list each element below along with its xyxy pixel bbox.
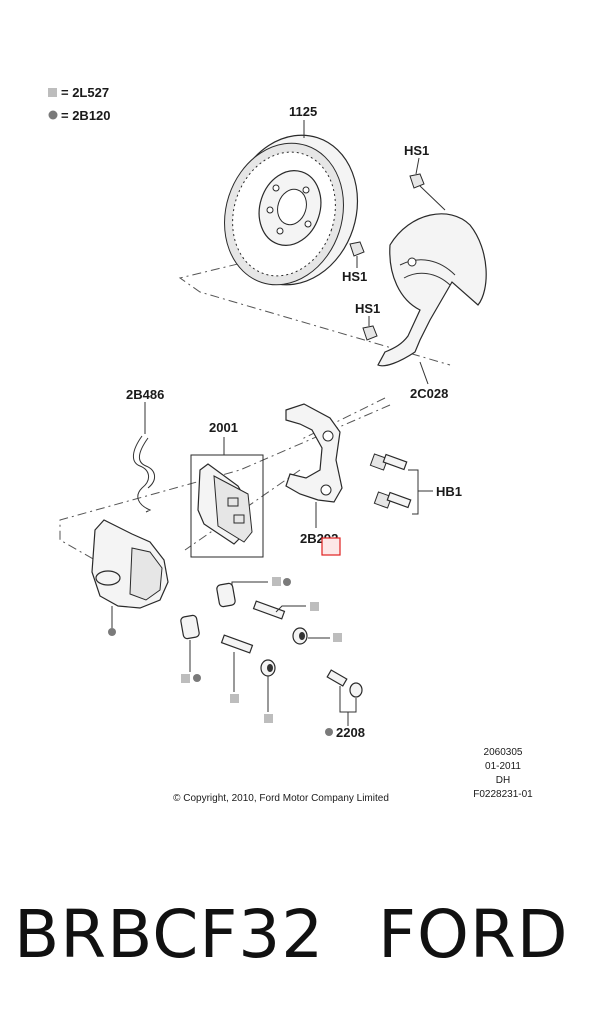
- legend-square-text: = 2L527: [61, 85, 109, 100]
- meta-line-1: 2060305: [484, 747, 523, 758]
- bracket-bolt-upper: [369, 453, 408, 471]
- grease-square-icon: [333, 633, 342, 642]
- grease-circle-icon: [48, 110, 58, 120]
- label-hs1-top: HS1: [404, 143, 429, 158]
- shield-screw-top: [409, 157, 446, 211]
- meta-line-2: 01-2011: [485, 761, 521, 772]
- label-hs1-mid: HS1: [342, 269, 367, 284]
- caption-part-number: BRBCF32: [14, 896, 325, 973]
- meta-line-3: DH: [496, 775, 510, 786]
- grease-circle-icon: [325, 728, 333, 736]
- caliper-bracket: [285, 403, 343, 528]
- grease-circle-icon: [108, 628, 116, 636]
- caliper-housing: [91, 519, 169, 636]
- label-hs1-low: HS1: [355, 301, 380, 316]
- copyright: © Copyright, 2010, Ford Motor Company Li…: [173, 793, 389, 804]
- brake-pads: [190, 437, 264, 558]
- guide-pin-upper: [252, 600, 319, 620]
- label-pads: 2001: [209, 420, 238, 435]
- guide-bushing-lower: [180, 614, 201, 683]
- label-disc: 1125: [289, 104, 317, 119]
- grease-square-icon: [48, 88, 57, 97]
- bleed-screw: [326, 669, 363, 726]
- bracket-bolt-lower: [373, 491, 412, 509]
- dust-shield: [377, 213, 487, 385]
- dust-cap-upper: [292, 627, 342, 645]
- label-bolts: HB1: [436, 484, 462, 499]
- guide-pin-lower: [220, 634, 254, 703]
- grease-circle-icon: [283, 578, 291, 586]
- label-shield: 2C028: [410, 386, 448, 401]
- brake-disc: [224, 120, 359, 286]
- assembly-lines: [59, 254, 451, 561]
- label-spring: 2B486: [126, 387, 164, 402]
- anti-rattle-spring: [133, 402, 155, 513]
- exploded-brake-diagram: = 2L527 = 2B120 1125 2C028: [48, 85, 533, 804]
- grease-square-icon: [181, 674, 190, 683]
- grease-square-icon: [264, 714, 273, 723]
- grease-square-icon: [310, 602, 319, 611]
- dust-cap-lower: [260, 659, 276, 723]
- label-bleed: 2208: [336, 725, 365, 740]
- shield-screw-mid: [349, 241, 365, 268]
- legend-circle-text: = 2B120: [61, 108, 111, 123]
- caption-brand: FORD: [378, 896, 569, 973]
- legend: = 2L527 = 2B120: [48, 85, 111, 123]
- grease-circle-icon: [193, 674, 201, 682]
- guide-bushing-upper: [216, 577, 291, 608]
- grease-square-icon: [230, 694, 239, 703]
- shield-screw-low: [362, 316, 378, 341]
- caption-bar: BRBCF32 FORD: [0, 880, 600, 1000]
- meta-line-4: F0228231-01: [473, 789, 533, 800]
- grease-square-icon: [272, 577, 281, 586]
- highlight-marker: [321, 537, 341, 556]
